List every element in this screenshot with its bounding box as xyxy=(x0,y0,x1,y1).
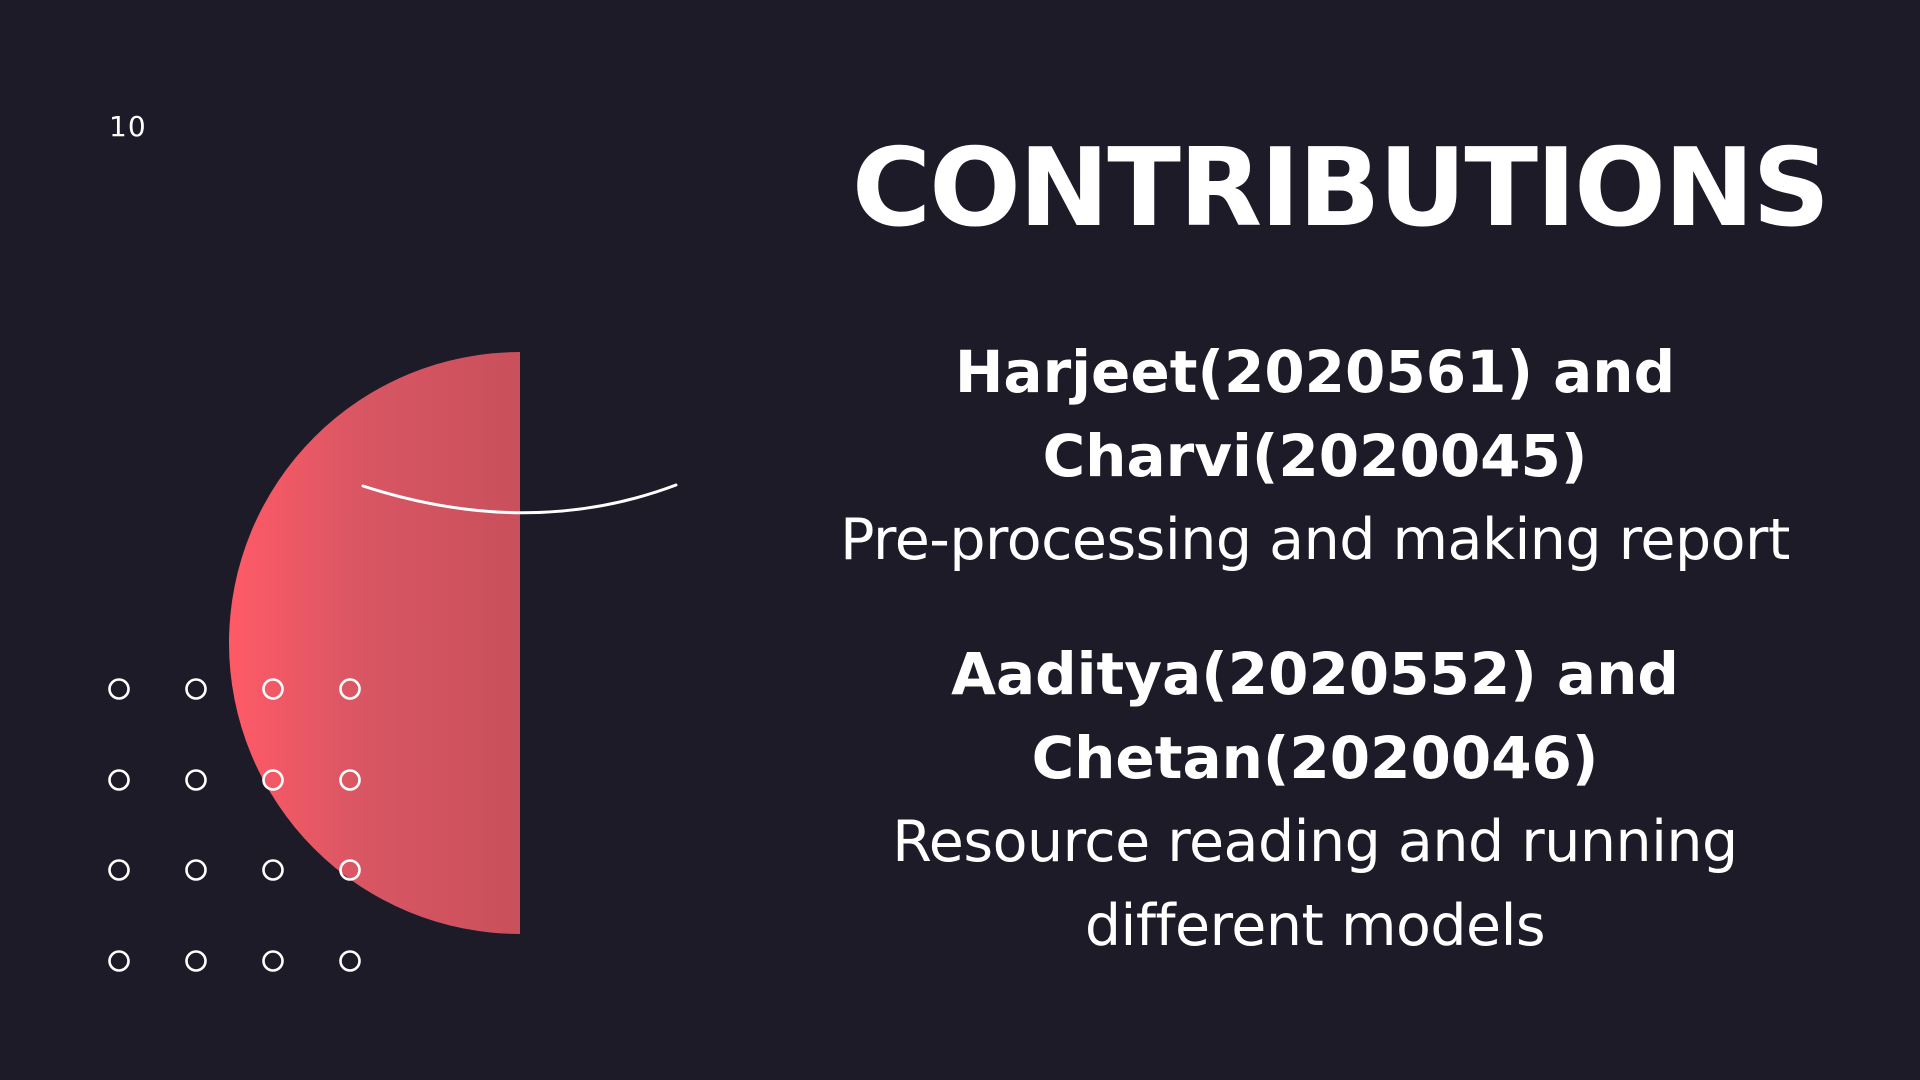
dot-ring xyxy=(185,859,207,881)
contribution-task: Pre-processing and making report xyxy=(840,507,1790,573)
contribution-group: Harjeet(2020561) and Charvi(2020045) Pre… xyxy=(780,330,1850,582)
dot-ring xyxy=(108,859,130,881)
dot-ring xyxy=(108,769,130,791)
dot-ring xyxy=(262,769,284,791)
contribution-group: Aaditya(2020552) and Chetan(2020046) Res… xyxy=(780,632,1850,968)
contributor-names: Harjeet(2020561) and xyxy=(954,338,1676,406)
contribution-task: Resource reading and running xyxy=(892,809,1738,875)
dot-ring xyxy=(262,859,284,881)
dot-ring xyxy=(185,950,207,972)
dot-ring xyxy=(185,769,207,791)
slide-number: 10 xyxy=(109,110,147,143)
contributor-names: Charvi(2020045) xyxy=(1042,422,1588,490)
dot-ring xyxy=(339,950,361,972)
slide-title: CONTRIBUTIONS xyxy=(851,126,1830,251)
arc-line xyxy=(361,483,678,515)
dot-ring xyxy=(339,769,361,791)
dot-ring xyxy=(339,678,361,700)
dot-ring xyxy=(108,950,130,972)
half-circle-shape xyxy=(229,352,520,934)
contribution-task: different models xyxy=(1084,893,1546,959)
contributor-names: Chetan(2020046) xyxy=(1031,724,1599,792)
dot-ring xyxy=(339,859,361,881)
contributor-names: Aaditya(2020552) and xyxy=(951,640,1679,708)
dot-ring xyxy=(185,678,207,700)
dot-ring xyxy=(262,950,284,972)
dot-ring xyxy=(262,678,284,700)
dot-grid xyxy=(108,678,361,972)
contributions-list: Harjeet(2020561) and Charvi(2020045) Pre… xyxy=(780,330,1850,1018)
dot-ring xyxy=(108,678,130,700)
